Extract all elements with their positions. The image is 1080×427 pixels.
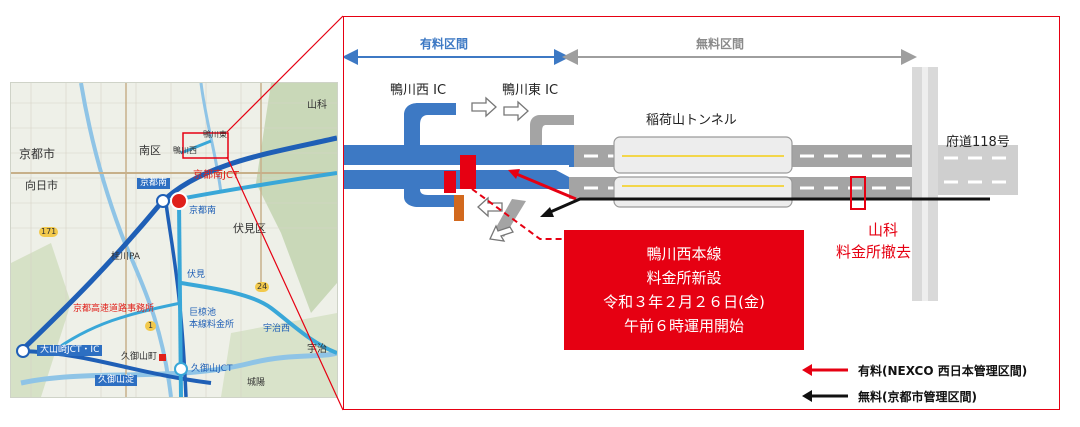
paid-route-arrowhead (508, 169, 520, 179)
route-171-shield: 171 (39, 227, 59, 237)
focus-box (182, 132, 229, 159)
office-marker (159, 354, 166, 361)
place-yamashina: 山科 (307, 100, 327, 111)
new-tollbooth-callout: 鴨川西本線 料金所新設 令和３年２月２６日(金) 午前６時運用開始 (564, 230, 804, 350)
overview-map: 京都市 南区 向日市 伏見区 山科 宇治 京都南 京都南JCT 鴨川東 鴨川西 … (10, 82, 338, 398)
label-uji-nishi: 宇治西 (263, 324, 291, 334)
kamogawa-higashi-ramp-lower (494, 199, 526, 237)
callout-line-1: 鴨川西本線 (646, 245, 722, 263)
second-keihan (50, 301, 182, 355)
label-katsuragawa-pa: 桂川PA (111, 252, 141, 262)
prefectural-road-118-east (938, 145, 1018, 195)
label-kyoto-minami-jct: 京都南JCT (193, 170, 240, 181)
kumiyama-jct-marker (174, 362, 188, 376)
callout-line-4: 午前６時運用開始 (623, 317, 744, 335)
place-minami-ku: 南区 (139, 144, 161, 157)
kamogawa-nishi-onramp (404, 103, 456, 145)
kamo-river (199, 83, 223, 194)
paid-mainline-lower (344, 169, 569, 189)
paid-section-label: 有料区間 (420, 37, 469, 51)
arrow-lower-ramp (489, 224, 514, 242)
kamogawa-spur (180, 139, 212, 155)
label-oyamazaki-jct: 大山崎JCT・IC (37, 345, 103, 356)
flow-arrows (471, 96, 529, 242)
label-kumiyama-town: 久御山町 (121, 352, 158, 362)
kamogawa-nishi-offramp (404, 189, 458, 207)
label-joyo: 城陽 (247, 378, 266, 388)
callout-leader-line (471, 188, 564, 240)
kamogawa-higashi-ic-label: 鴨川東 IC (502, 83, 559, 98)
label-kamogawa-higashi: 鴨川東 (203, 130, 227, 139)
legend-free-arrowhead (802, 390, 812, 402)
prefectural-road-centerline (922, 67, 928, 301)
callout-line-2: 料金所新設 (646, 269, 722, 287)
label-kamogawa-nishi: 鴨川西 (173, 146, 197, 155)
paid-route-arrow-line (513, 171, 577, 201)
katsura-river (79, 83, 173, 397)
connector-top (226, 15, 344, 133)
kamogawa-nishi-tollbooth-small (444, 171, 456, 193)
free-route-arrowhead (540, 207, 554, 217)
kamogawa-nishi-ramp-tollbooth (454, 195, 464, 221)
kyoto-minami-ic-marker (156, 194, 170, 208)
keiji-bypass-east (180, 281, 337, 355)
label-fushimi-ic: 伏見 (187, 270, 206, 280)
yodo-river (20, 350, 337, 386)
legend-paid-arrowhead (802, 364, 812, 376)
paid-median (344, 165, 569, 170)
prefectural-road-118-label: 府道118号 (946, 135, 1010, 150)
free-route-arrow-line (547, 197, 990, 215)
route-1-shield: 1 (145, 321, 157, 331)
callout-line-3: 令和３年２月２６日(金) (603, 293, 765, 311)
yamashina-tollbooth-removed (850, 176, 866, 210)
arrow-to-nishi-offramp (477, 196, 503, 218)
place-muko-city: 向日市 (25, 179, 58, 192)
connector-bottom (226, 156, 344, 411)
kamogawa-nishi-new-tollbooth (460, 155, 476, 189)
label-kyoto-office: 京都高速道路事務所 (73, 304, 155, 314)
yamashina-label: 山科 (868, 221, 899, 239)
arrow-higashi-in (503, 100, 529, 122)
yamashina-removed-label: 料金所撤去 (836, 243, 912, 261)
inariyama-tunnel-label: 稲荷山トンネル (646, 113, 737, 128)
route-24-shield: 24 (255, 282, 270, 292)
oyamazaki-jct-marker (16, 344, 30, 358)
label-honsen-toll: 本線料金所 (189, 320, 235, 330)
label-ogura: 巨椋池 (189, 308, 217, 318)
kamogawa-higashi-ramp-upper (530, 115, 574, 145)
overview-map-graphics (11, 83, 337, 397)
western-hills (11, 243, 71, 397)
label-kumiyama-jct: 久御山JCT (191, 364, 233, 374)
place-kyoto-city: 京都市 (19, 147, 56, 161)
label-kumiyama-yodo: 久御山淀 (95, 375, 138, 386)
inariyama-tunnel-lower (613, 176, 793, 208)
label-kyoto-minami: 京都南 (137, 178, 171, 189)
kyoto-minami-jct-marker (170, 192, 188, 210)
detail-diagram-graphics (344, 49, 1018, 402)
place-fushimi-ku: 伏見区 (233, 222, 266, 235)
paid-mainline-upper (344, 145, 574, 167)
label-kyoto-minami-route: 京都南 (189, 206, 217, 216)
free-section-label: 無料区間 (696, 37, 745, 51)
detail-diagram: 有料区間 無料区間 鴨川西 IC 鴨川東 IC 稲荷山トンネル 府道118号 山… (343, 16, 1060, 410)
kyoto-route-2 (164, 202, 188, 397)
place-uji: 宇治 (307, 344, 327, 355)
arrow-to-higashi (471, 96, 497, 118)
kamogawa-nishi-ic-label: 鴨川西 IC (390, 83, 447, 98)
legend-paid-label: 有料(NEXCO 西日本管理区間) (858, 364, 1028, 378)
legend-free-label: 無料(京都市管理区間) (858, 390, 977, 404)
